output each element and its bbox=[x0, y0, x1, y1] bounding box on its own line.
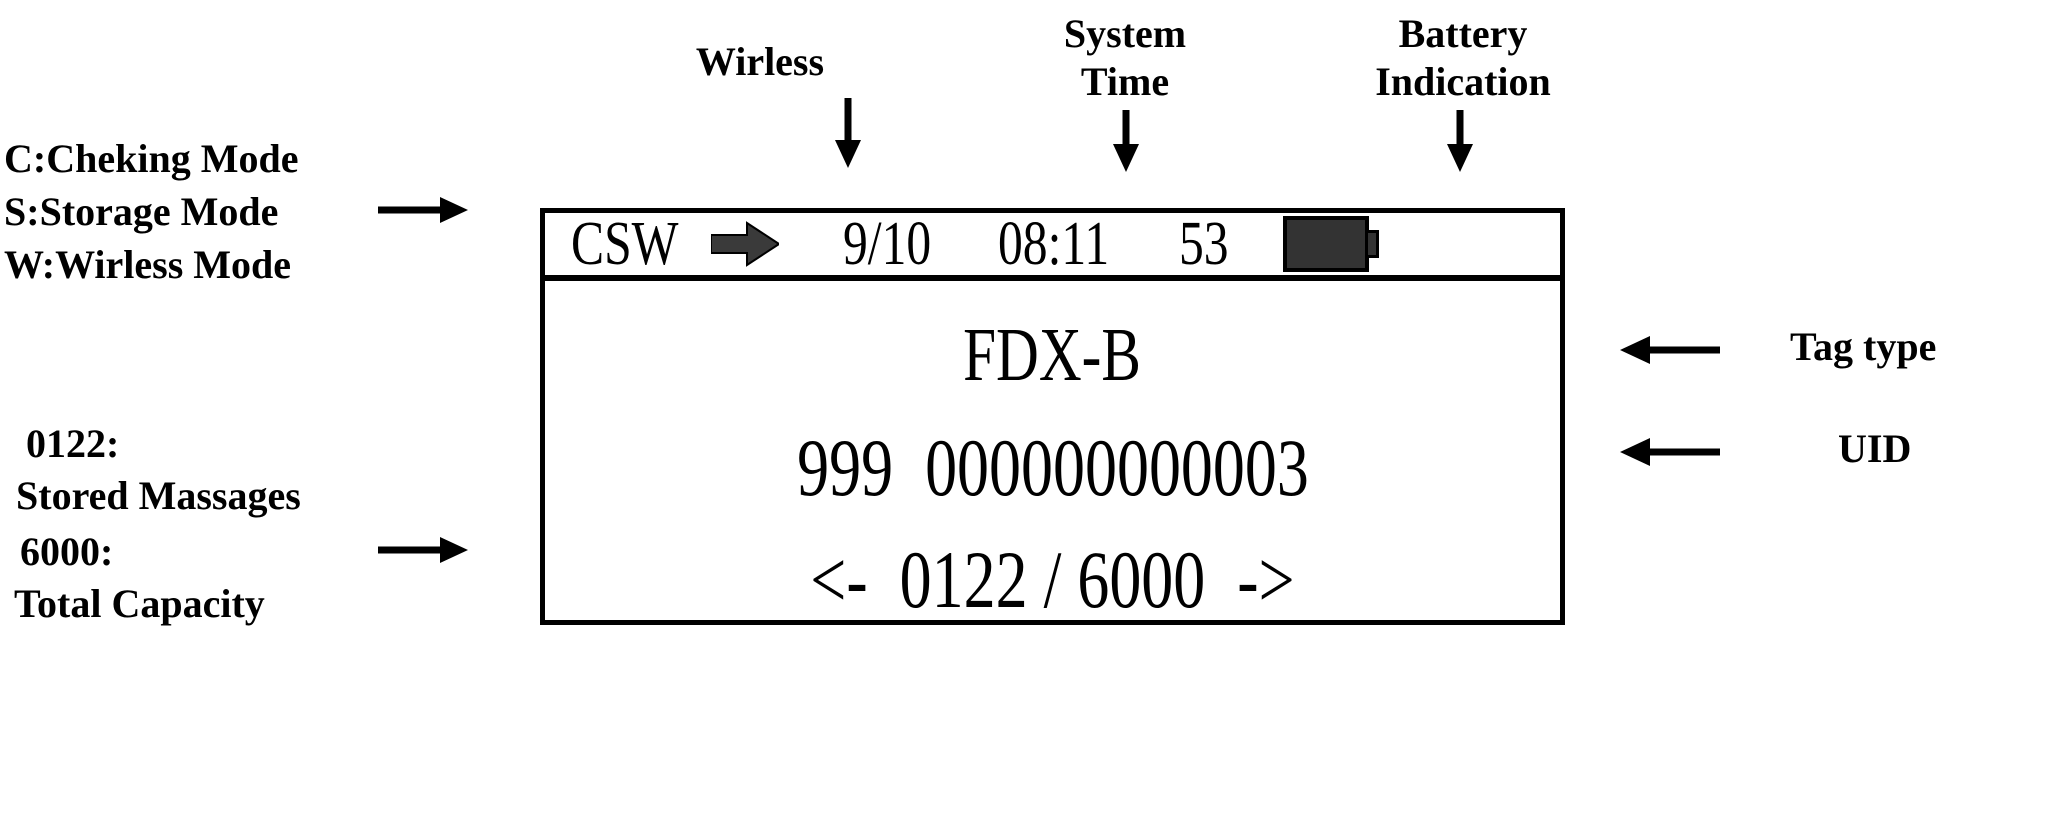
device-lcd-screen: CSW 9/10 08:11 53 FDX-B 999 000000000003 bbox=[540, 208, 1565, 625]
system-time-callout-arrow bbox=[1106, 110, 1146, 172]
wireless-callout-label: Wirless bbox=[695, 39, 825, 84]
mode-legend-wireless: W:Wirless Mode bbox=[4, 242, 292, 287]
system-time-callout-label-line2: Time bbox=[1080, 59, 1170, 104]
total-capacity-value: 6000 bbox=[1077, 534, 1206, 625]
stored-messages-value-label: 0122: bbox=[26, 421, 120, 466]
battery-callout-label-line1: Battery bbox=[1398, 11, 1528, 56]
mode-flags-indicator: CSW bbox=[571, 210, 679, 278]
battery-percent: 53 bbox=[1178, 210, 1229, 278]
current-record-index: 0122 bbox=[899, 534, 1028, 625]
right-arrow-icon bbox=[711, 221, 780, 267]
uid-callout-label: UID bbox=[1838, 426, 1912, 471]
record-navigation: <- 0122 / 6000 -> bbox=[810, 539, 1294, 621]
system-time-callout-label-line1: System bbox=[1063, 11, 1187, 56]
uid-number: 000000000003 bbox=[924, 422, 1309, 513]
mode-legend-arrow bbox=[378, 188, 468, 232]
record-separator: / bbox=[1043, 534, 1062, 625]
battery-full-icon bbox=[1282, 216, 1379, 272]
capacity-callout-arrow bbox=[378, 528, 468, 572]
screen-content: FDX-B 999 000000000003 <- 0122 / 6000 -> bbox=[545, 281, 1560, 621]
mode-legend-checking: C:Cheking Mode bbox=[4, 136, 299, 181]
next-record-arrow[interactable]: -> bbox=[1237, 534, 1295, 625]
uid-callout-arrow bbox=[1620, 430, 1720, 474]
battery-callout-arrow bbox=[1440, 110, 1480, 172]
total-capacity-description: Total Capacity bbox=[14, 581, 265, 626]
uid-value: 999 000000000003 bbox=[797, 427, 1309, 509]
system-date: 9/10 bbox=[843, 210, 932, 278]
mode-legend-storage: S:Storage Mode bbox=[4, 189, 279, 234]
tag-type-callout-label: Tag type bbox=[1790, 324, 1937, 369]
tag-type-callout-arrow bbox=[1620, 328, 1720, 372]
status-bar: CSW 9/10 08:11 53 bbox=[545, 213, 1560, 281]
tag-type-value: FDX-B bbox=[963, 313, 1142, 397]
stored-messages-description: Stored Massages bbox=[16, 473, 301, 518]
wireless-callout-arrow bbox=[828, 98, 868, 168]
uid-country-code: 999 bbox=[796, 422, 893, 513]
previous-record-arrow[interactable]: <- bbox=[810, 534, 868, 625]
system-time: 08:11 bbox=[997, 210, 1109, 278]
total-capacity-value-label: 6000: bbox=[20, 529, 114, 574]
battery-callout-label-line2: Indication bbox=[1375, 59, 1551, 104]
